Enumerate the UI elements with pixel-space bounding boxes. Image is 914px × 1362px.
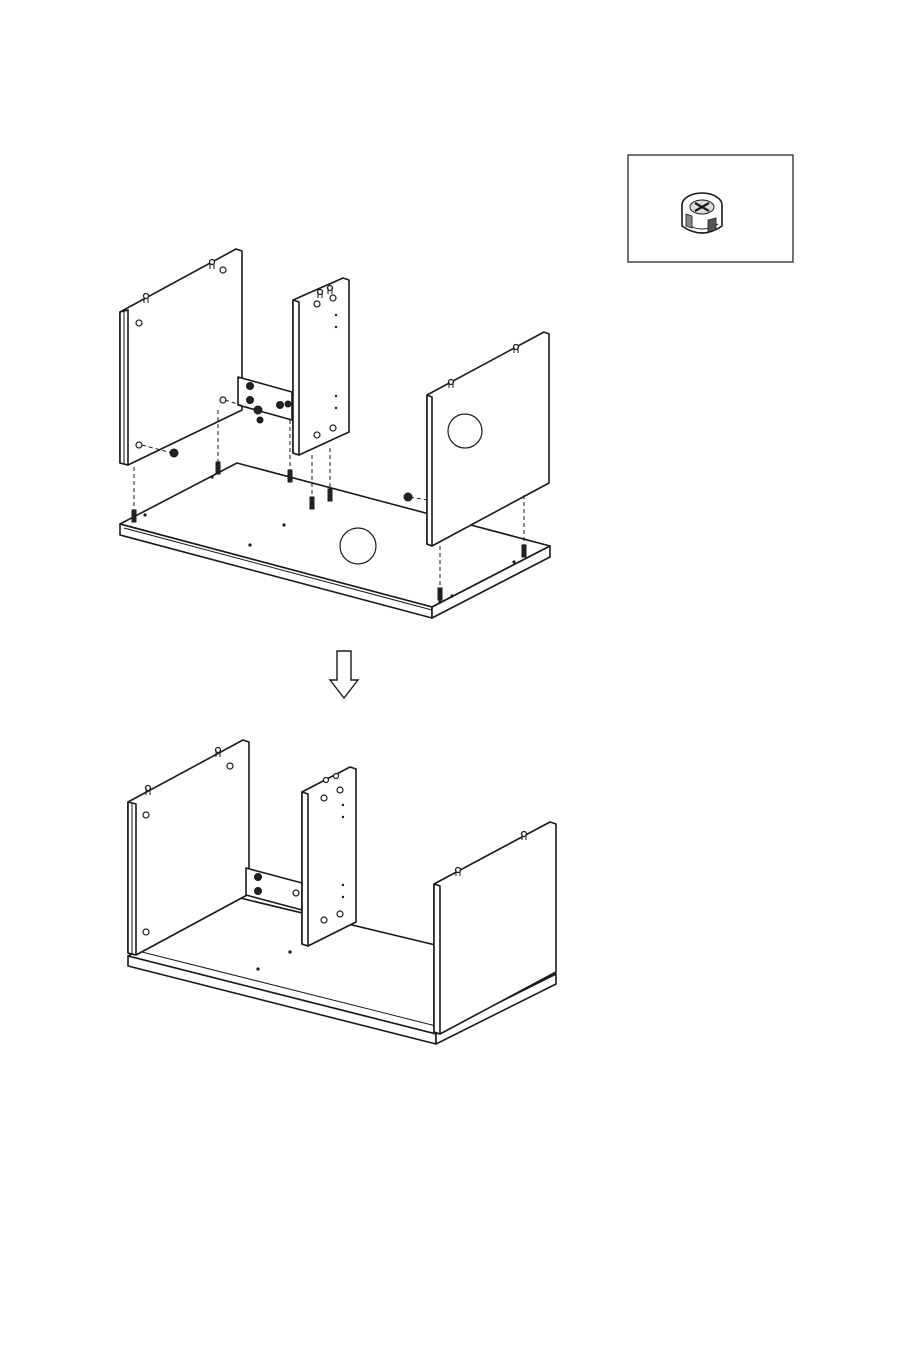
cam-lock-icon bbox=[682, 193, 722, 233]
exploded-view bbox=[120, 249, 550, 618]
side-panel-left bbox=[120, 249, 242, 465]
marker-bottom-panel bbox=[340, 528, 376, 564]
back-rail bbox=[238, 377, 292, 420]
arrow-down-icon bbox=[330, 651, 358, 698]
marker-right-panel bbox=[448, 414, 482, 448]
center-divider bbox=[293, 278, 349, 455]
callout-box bbox=[628, 155, 793, 262]
side-panel-right bbox=[427, 332, 549, 546]
assembled-carcass bbox=[128, 740, 556, 1044]
